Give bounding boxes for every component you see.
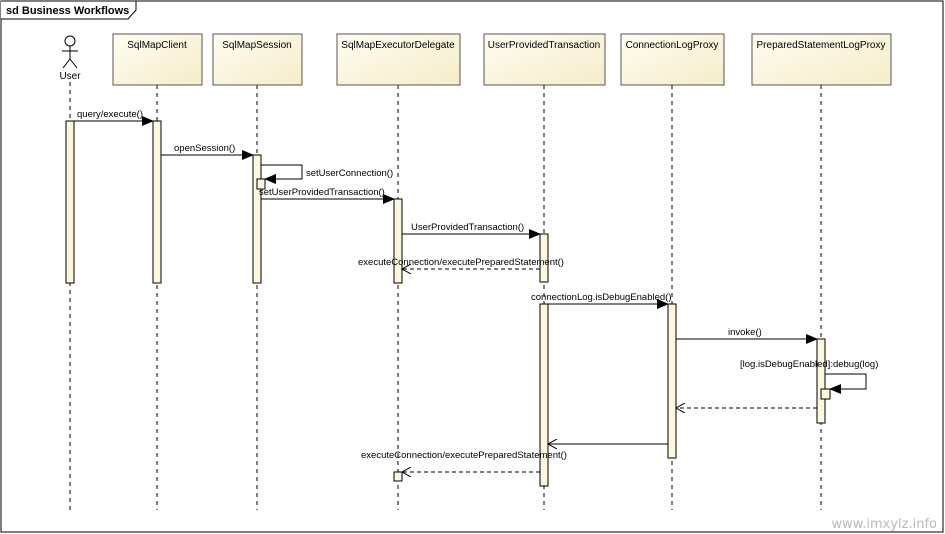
arrow-debug-log [825,373,867,394]
head-box-sqlmapsession [212,33,303,86]
msg-label-debug-log: [log.isDebugEnabled]:debug(log) [740,359,878,370]
head-box-sqlmapclient [112,33,203,86]
head-label-preparedstatementlogproxy: PreparedStatementLogProxy [757,40,886,51]
lifeline-heads [112,33,892,86]
head-box-preparedstatementlogproxy [751,33,892,86]
activation-preparedstatementlogproxy-self [820,388,831,400]
frame-tab [1,0,137,20]
head-box-sqlmapexecutordelegate [336,33,461,86]
msg-label-execute-connection-2: executeConnection/executePreparedStateme… [361,450,567,461]
msg-label-user-provided-transaction: UserProvidedTransaction() [411,222,524,233]
activation-sqlmapsession-self [256,178,266,190]
msg-label-is-debug-enabled: connectionLog.isDebugEnabled() [531,292,672,303]
head-box-userprovidedtransaction [483,33,606,86]
activation-bars [65,120,831,487]
head-label-sqlmapsession: SqlMapSession [222,40,291,51]
activation-sqlmapsession [252,154,262,284]
head-box-connectionlogproxy [620,33,725,86]
head-label-userprovidedtransaction: UserProvidedTransaction [488,40,600,51]
msg-label-query-execute: query/execute() [77,109,143,120]
head-label-sqlmapclient: SqlMapClient [127,40,187,51]
frame-title: sd Business Workflows [6,5,129,17]
activation-userprovidedtransaction-2 [539,303,549,487]
activation-sqlmapclient [152,120,162,284]
msg-label-set-user-provided-transaction: setUserProvidedTransaction() [259,187,385,198]
message-arrows [74,116,867,472]
msg-label-execute-connection-1: executeConnection/executePreparedStateme… [358,257,564,268]
watermark: www.imxylz.info [832,517,937,532]
activation-connectionlogproxy [667,303,677,459]
activation-userprovidedtransaction-1 [539,233,549,283]
msg-label-set-user-connection: setUserConnection() [306,168,393,179]
head-label-sqlmapexecutordelegate: SqlMapExecutorDelegate [341,40,455,51]
activation-executordelegate-1 [393,198,403,284]
activation-preparedstatementlogproxy [816,338,826,424]
activation-user [65,120,75,284]
activation-executordelegate-2 [393,471,403,482]
msg-label-invoke: invoke() [728,327,762,338]
msg-label-open-session: openSession() [174,143,235,154]
user-actor-icon [62,35,78,69]
arrow-set-user-connection [261,164,303,184]
actor-label: User [59,71,81,82]
head-label-connectionlogproxy: ConnectionLogProxy [626,40,719,51]
